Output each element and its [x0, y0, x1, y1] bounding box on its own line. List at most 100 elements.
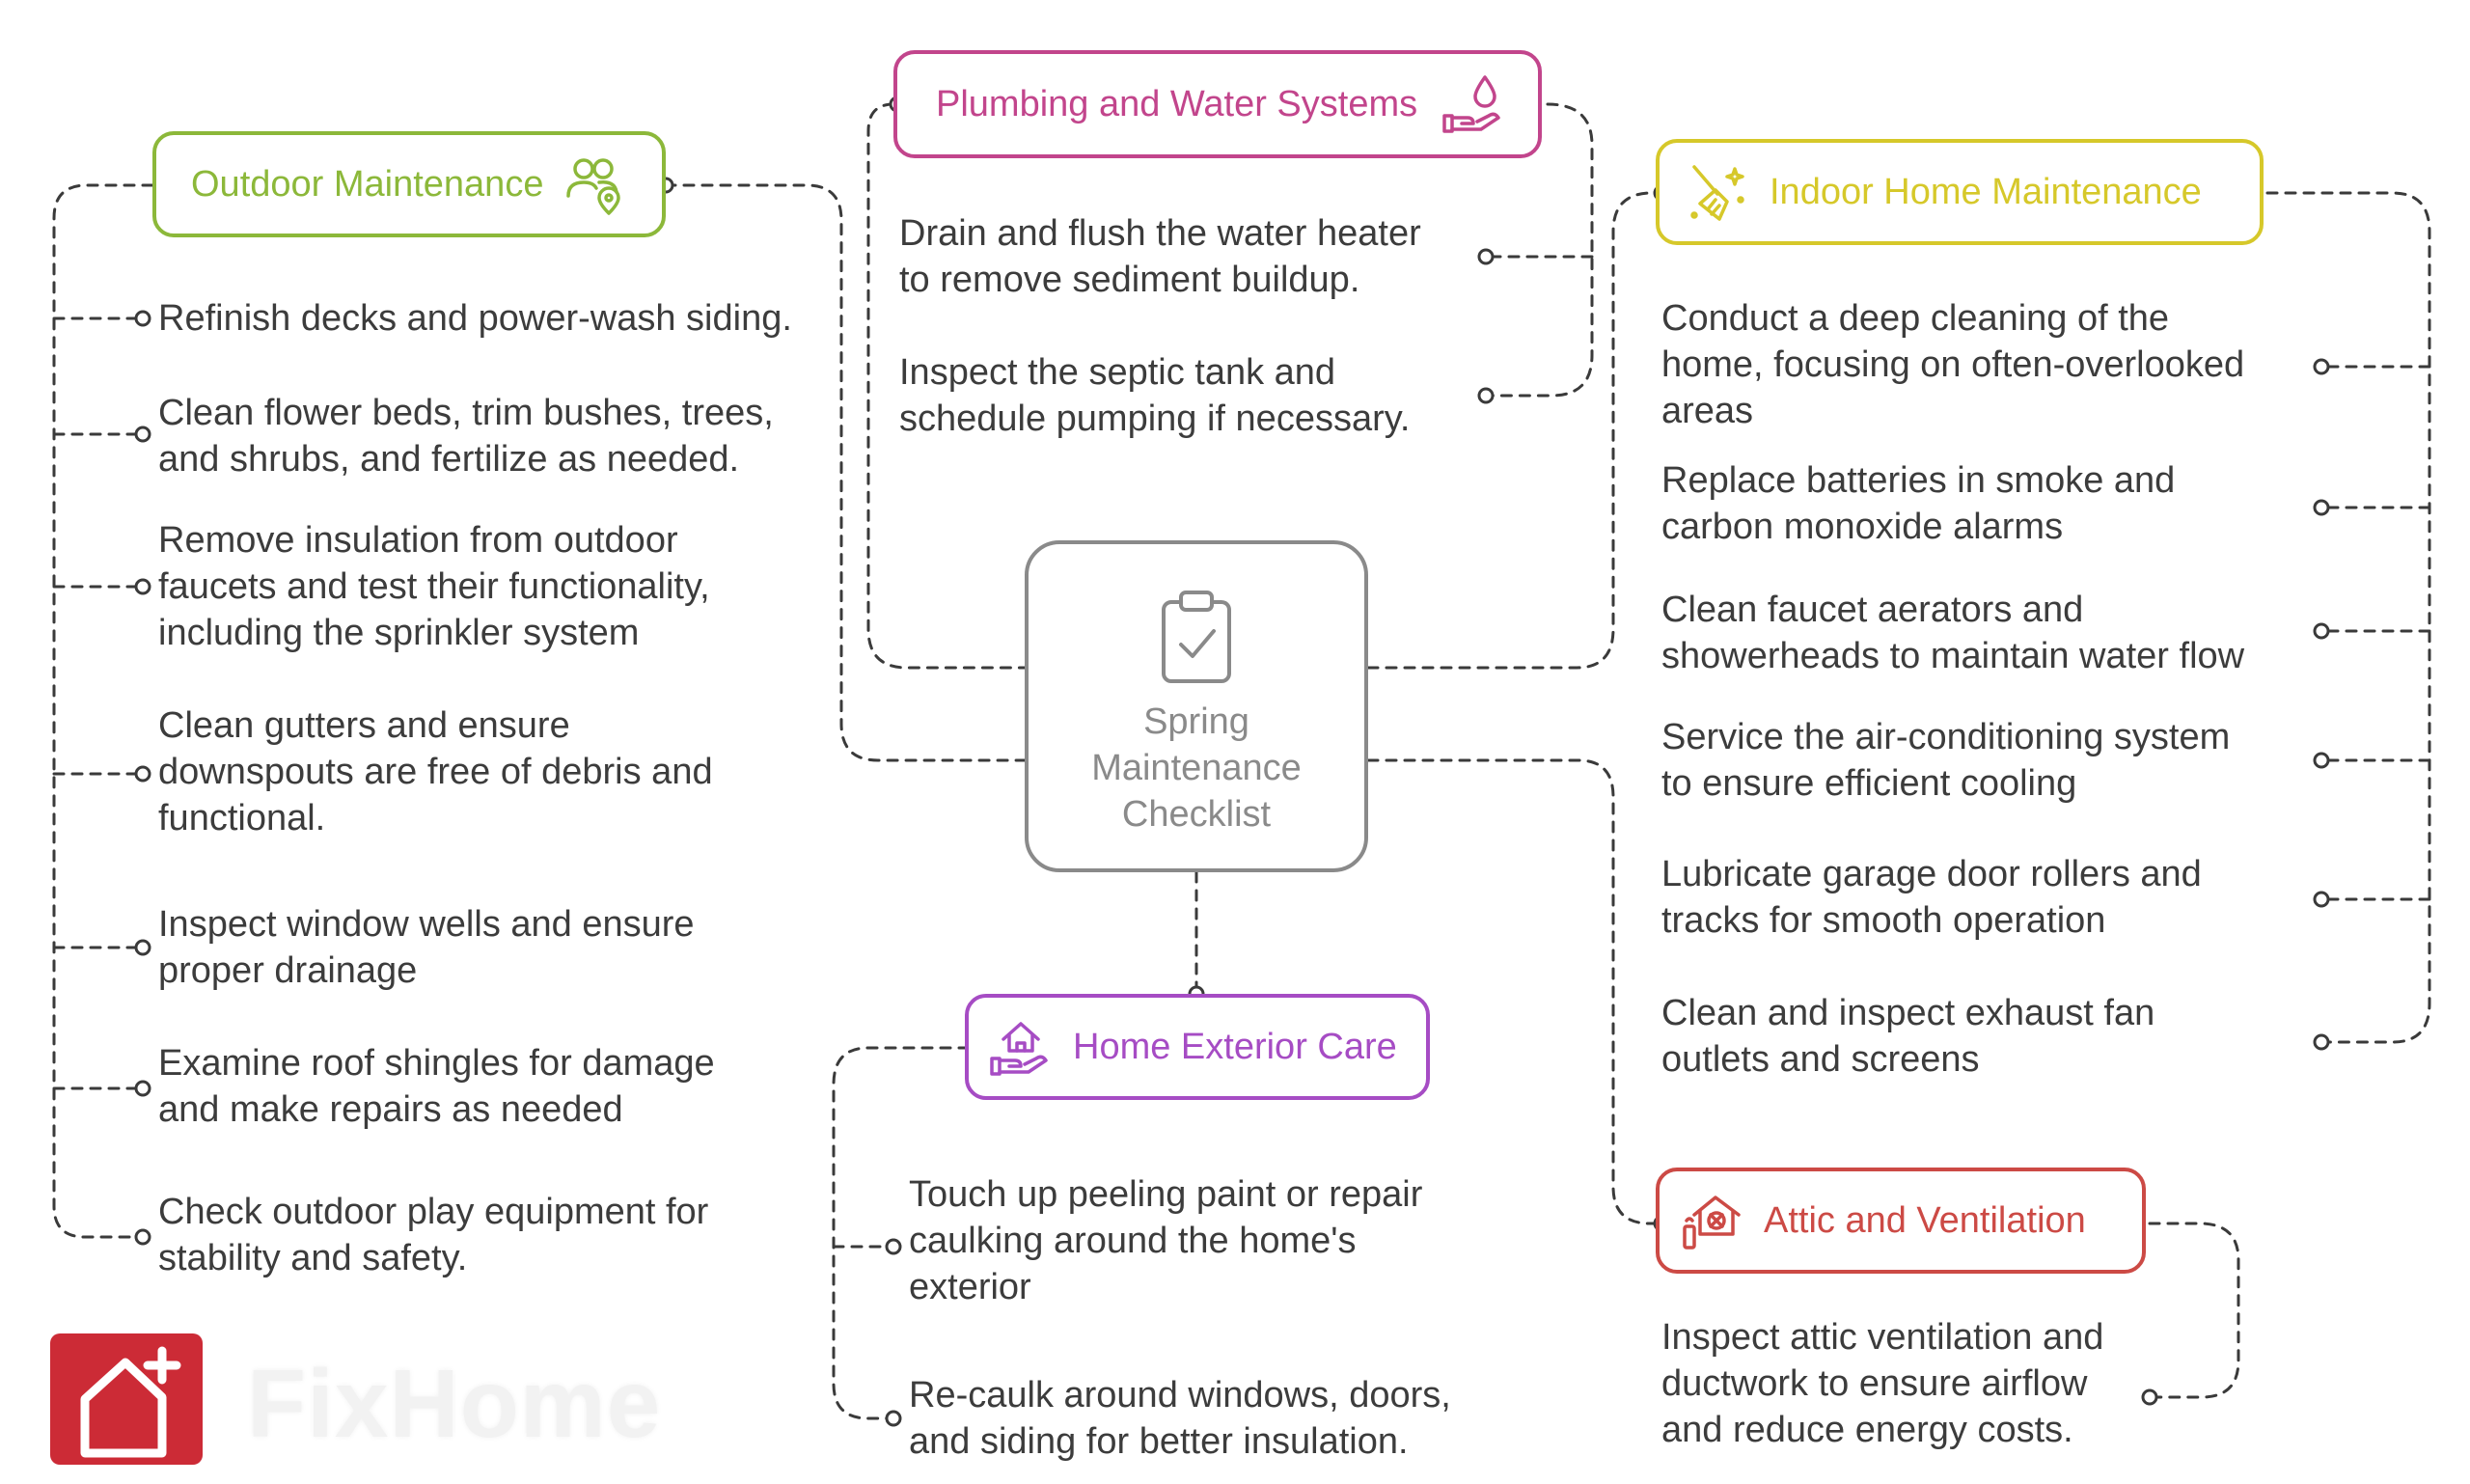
- outdoor-item-3: Remove insulation from outdoor faucets a…: [158, 517, 710, 656]
- house-plus-icon: [66, 1339, 191, 1464]
- item-line: Clean gutters and ensure: [158, 705, 570, 746]
- item-line: Refinish decks and power-wash siding.: [158, 298, 792, 339]
- hand-water-drop-icon: [1442, 73, 1504, 135]
- plumbing-header[interactable]: Plumbing and Water Systems: [893, 50, 1542, 158]
- connector-dot: [1477, 387, 1495, 404]
- item-line: Inspect attic ventilation and: [1661, 1317, 2104, 1358]
- outdoor-maintenance-header[interactable]: Outdoor Maintenance: [152, 131, 666, 237]
- indoor-item-1: Conduct a deep cleaning of the home, foc…: [1661, 295, 2244, 434]
- item-line: caulking around the home's: [909, 1221, 1357, 1261]
- item-line: home, focusing on often-overlooked: [1661, 344, 2245, 385]
- item-line: Inspect the septic tank and: [899, 352, 1336, 393]
- item-line: Clean faucet aerators and: [1661, 590, 2084, 630]
- indoor-item-5: Lubricate garage door rollers and tracks…: [1661, 851, 2202, 944]
- item-line: Clean and inspect exhaust fan: [1661, 993, 2155, 1033]
- item-line: stability and safety.: [158, 1238, 468, 1278]
- item-line: to remove sediment buildup.: [899, 260, 1360, 300]
- item-line: Inspect window wells and ensure: [158, 904, 695, 945]
- connector-dot: [134, 310, 151, 327]
- outdoor-trunk: [52, 183, 154, 1239]
- connector-dot: [134, 426, 151, 443]
- connector-dot: [134, 1080, 151, 1097]
- connector-dot: [885, 1238, 902, 1255]
- attic-ventilation-header[interactable]: Attic and Ventilation: [1656, 1168, 2146, 1274]
- item-line: Touch up peeling paint or repair: [909, 1174, 1423, 1215]
- center-title-line: Maintenance: [1091, 748, 1302, 788]
- indoor-item-4: Service the air-conditioning system to e…: [1661, 714, 2230, 807]
- item-line: showerheads to maintain water flow: [1661, 636, 2245, 676]
- house-hand-icon: [990, 1016, 1052, 1078]
- attic-fan-icon: [1681, 1190, 1743, 1251]
- connector-dot: [134, 939, 151, 956]
- item-line: functional.: [158, 798, 326, 838]
- outdoor-item-7: Check outdoor play equipment for stabili…: [158, 1189, 708, 1281]
- attic-ventilation-title: Attic and Ventilation: [1764, 1199, 2086, 1241]
- indoor-maintenance-header[interactable]: Indoor Home Maintenance: [1656, 139, 2264, 245]
- item-line: faucets and test their functionality,: [158, 566, 710, 607]
- item-line: Service the air-conditioning system: [1661, 717, 2231, 757]
- people-location-icon: [564, 153, 626, 215]
- center-title-line: Checklist: [1121, 794, 1272, 835]
- plumbing-item-1: Drain and flush the water heater to remo…: [899, 210, 1421, 303]
- item-line: and shrubs, and fertilize as needed.: [158, 439, 740, 480]
- home-exterior-header[interactable]: Home Exterior Care: [965, 994, 1430, 1100]
- item-line: including the sprinkler system: [158, 613, 640, 653]
- item-line: Check outdoor play equipment for: [158, 1192, 709, 1232]
- outdoor-item-2: Clean flower beds, trim bushes, trees, a…: [158, 390, 774, 482]
- item-line: Drain and flush the water heater: [899, 213, 1421, 254]
- indoor-item-6: Clean and inspect exhaust fan outlets an…: [1661, 990, 2154, 1083]
- indoor-trunk: [2265, 191, 2431, 1044]
- exterior-item-2: Re-caulk around windows, doors, and sidi…: [909, 1372, 1451, 1465]
- outdoor-item-5: Inspect window wells and ensure proper d…: [158, 901, 695, 994]
- connector-dot: [2141, 1388, 2158, 1406]
- connector-dot: [134, 1228, 151, 1246]
- indoor-item-2: Replace batteries in smoke and carbon mo…: [1661, 457, 2175, 550]
- connector-dot: [2313, 891, 2330, 908]
- indoor-item-3: Clean faucet aerators and showerheads to…: [1661, 587, 2244, 679]
- connector-dot: [2313, 499, 2330, 516]
- outdoor-item-4: Clean gutters and ensure downspouts are …: [158, 702, 713, 841]
- plumbing-title: Plumbing and Water Systems: [936, 83, 1418, 124]
- brand-watermark: FixHome: [247, 1350, 662, 1458]
- item-line: exterior: [909, 1267, 1031, 1307]
- item-line: outlets and screens: [1661, 1039, 1980, 1080]
- item-line: Examine roof shingles for damage: [158, 1043, 715, 1084]
- item-line: tracks for smooth operation: [1661, 900, 2106, 941]
- center-title-line: Spring: [1143, 701, 1249, 742]
- item-line: proper drainage: [158, 950, 418, 991]
- item-line: Conduct a deep cleaning of the: [1661, 298, 2170, 339]
- exterior-item-1: Touch up peeling paint or repair caulkin…: [909, 1171, 1422, 1310]
- outdoor-item-1: Refinish decks and power-wash siding.: [158, 295, 792, 342]
- connector-dot: [2313, 622, 2330, 640]
- connector-dot: [134, 578, 151, 595]
- home-exterior-title: Home Exterior Care: [1073, 1026, 1397, 1067]
- item-line: Re-caulk around windows, doors,: [909, 1375, 1451, 1415]
- item-line: and reduce energy costs.: [1661, 1410, 2073, 1450]
- plumbing-right: [1484, 102, 1594, 398]
- plumbing-item-2: Inspect the septic tank and schedule pum…: [899, 349, 1410, 442]
- item-line: areas: [1661, 391, 1754, 431]
- connector-dot: [2313, 358, 2330, 375]
- item-line: carbon monoxide alarms: [1661, 507, 2064, 547]
- connector-dot: [2313, 1033, 2330, 1051]
- item-line: Lubricate garage door rollers and: [1661, 854, 2202, 894]
- attic-right: [2148, 1222, 2240, 1399]
- outdoor-item-6: Examine roof shingles for damage and mak…: [158, 1040, 715, 1133]
- item-line: Replace batteries in smoke and: [1661, 460, 2176, 501]
- item-line: Remove insulation from outdoor: [158, 520, 678, 561]
- outdoor-maintenance-title: Outdoor Maintenance: [191, 163, 544, 205]
- center-to-attic: [1366, 758, 1663, 1225]
- connector-dot: [2313, 752, 2330, 769]
- item-line: schedule pumping if necessary.: [899, 398, 1411, 439]
- plumbing-left: [866, 102, 1027, 670]
- connector-dot: [885, 1410, 902, 1427]
- plumbing-to-center: [1366, 191, 1663, 670]
- outdoor-to-center: [664, 183, 1027, 762]
- connector-dot: [1477, 248, 1495, 265]
- connector-dot: [134, 765, 151, 783]
- brand-logo: [50, 1333, 203, 1465]
- broom-icon: [1687, 161, 1748, 223]
- item-line: and make repairs as needed: [158, 1089, 623, 1130]
- center-card: Spring Maintenance Checklist: [1025, 540, 1368, 872]
